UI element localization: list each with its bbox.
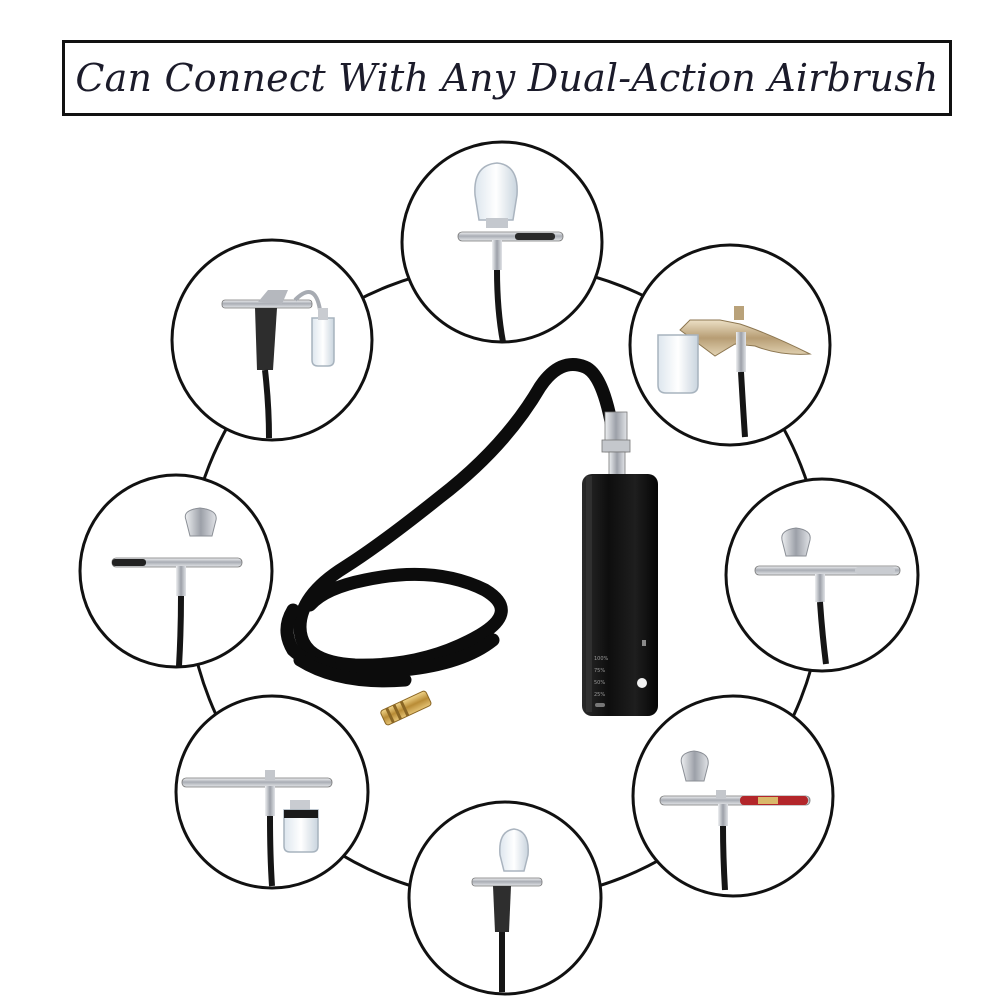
level-75-label: 75% (594, 668, 605, 674)
usb-c-port-icon (595, 703, 605, 707)
airbrush-circle-left[interactable] (78, 473, 274, 669)
brass-connector (380, 690, 432, 726)
battery-level-indicators: 100% 75% 50% 25% (594, 656, 609, 698)
side-bottle-airbrush-icon (181, 770, 333, 887)
airbrush-circle-lower-left[interactable] (174, 694, 370, 890)
pistol-grip-airbrush-icon (471, 828, 543, 992)
airbrush-circle-top[interactable] (400, 140, 604, 344)
airbrush-circle-bottom[interactable] (407, 800, 603, 996)
level-50-label: 50% (594, 680, 605, 686)
airbrush-circle-upper-left[interactable] (170, 238, 374, 442)
gravity-cup-airbrush-icon (111, 507, 243, 667)
gravity-cup-airbrush-icon (754, 527, 901, 665)
airbrush-circle-right[interactable] (724, 477, 920, 673)
air-hose (280, 358, 622, 726)
power-button[interactable] (637, 678, 647, 688)
red-handle-airbrush-icon (659, 750, 811, 891)
level-100-label: 100% (594, 656, 609, 662)
airbrush-circle-upper-right[interactable] (628, 243, 832, 447)
banner-title: Can Connect With Any Dual-Action Airbrus… (75, 56, 939, 100)
compressor-pump: 100% 75% 50% 25% (582, 411, 658, 716)
gravity-feed-airbrush-icon (457, 162, 564, 343)
level-25-label: 25% (594, 692, 605, 698)
siphon-bottle-airbrush-icon (657, 306, 812, 438)
trigger-pistol-airbrush-icon (221, 290, 335, 439)
title-banner: Can Connect With Any Dual-Action Airbrus… (62, 40, 952, 116)
airbrush-circle-lower-right[interactable] (631, 694, 835, 898)
